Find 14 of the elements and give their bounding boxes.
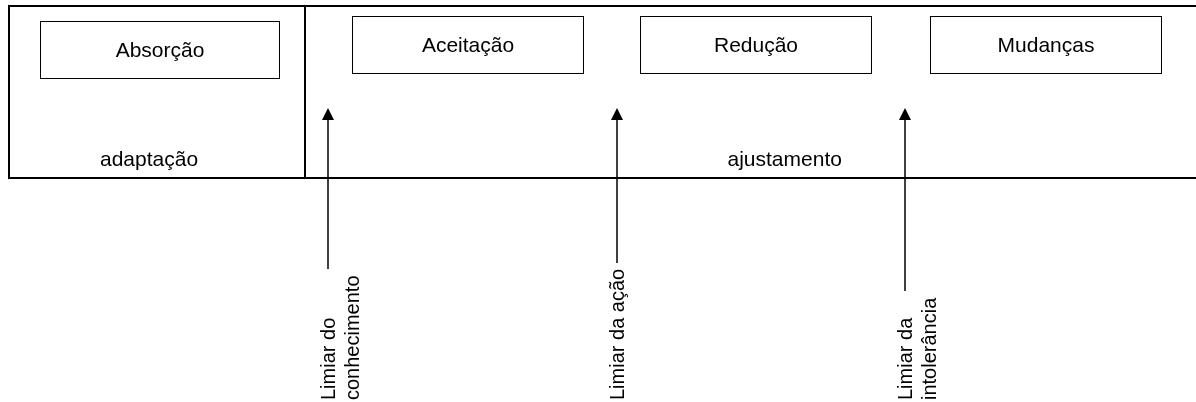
stage-box: Absorção [40,21,280,79]
arrow [611,108,623,264]
stage-box: Mudanças [930,16,1162,74]
arrow [322,108,334,270]
phase-band [305,5,1196,179]
threshold-label: Limiar do conhecimento [316,272,368,400]
threshold-label: Limiar da intolerância [893,294,945,400]
stage-box: Redução [640,16,872,74]
arrow [899,108,911,292]
stage-box: Aceitação [352,16,584,74]
band-label: adaptação [100,147,199,171]
phase-band [8,5,306,179]
threshold-label: Limiar da ação [605,266,633,400]
band-label: ajustamento [727,147,842,171]
